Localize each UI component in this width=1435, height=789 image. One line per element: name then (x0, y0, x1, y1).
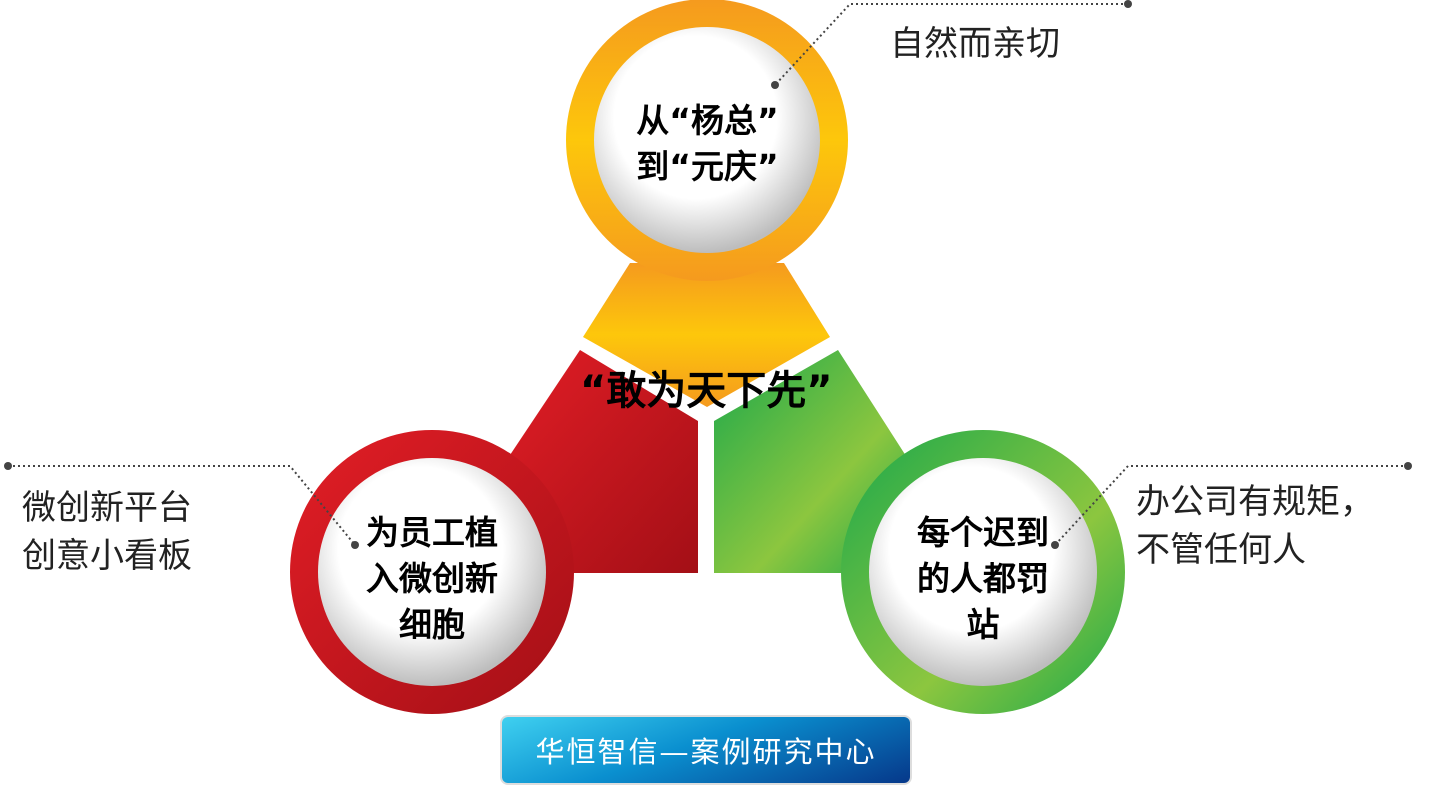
center-title: “敢为天下先” (580, 368, 833, 414)
right-node-text: 每个迟到 的人都罚 站 (873, 510, 1093, 648)
node-right (714, 350, 1125, 714)
node-top (566, 0, 848, 407)
left-node-line2: 入微创新 (366, 559, 498, 598)
top-node-line1: 从“杨总” (636, 101, 779, 140)
left-note-line2: 创意小看板 (22, 536, 192, 576)
left-node-line3: 细胞 (399, 605, 465, 644)
right-note: 办公司有规矩， 不管任何人 (1136, 478, 1374, 574)
leader-lines (8, 3, 1408, 546)
right-note-line1: 办公司有规矩， (1136, 482, 1374, 522)
right-note-line2: 不管任何人 (1136, 530, 1306, 570)
top-note-line1: 自然而亲切 (890, 24, 1060, 64)
top-note: 自然而亲切 (890, 20, 1060, 68)
right-node-line1: 每个迟到 (917, 513, 1049, 552)
left-node-text: 为员工植 入微创新 细胞 (322, 510, 542, 648)
left-note-line1: 微创新平台 (22, 488, 192, 528)
right-node-line3: 站 (966, 605, 1000, 644)
left-node-line1: 为员工植 (366, 513, 498, 552)
top-node-line2: 到“元庆” (636, 147, 779, 186)
node-left (290, 350, 698, 714)
top-node-text: 从“杨总” 到“元庆” (600, 98, 815, 190)
footer-banner: 华恒智信—案例研究中心 (502, 717, 910, 783)
right-node-line2: 的人都罚 (917, 559, 1049, 598)
leader-dots (4, 0, 1412, 549)
left-note: 微创新平台 创意小看板 (22, 484, 192, 580)
